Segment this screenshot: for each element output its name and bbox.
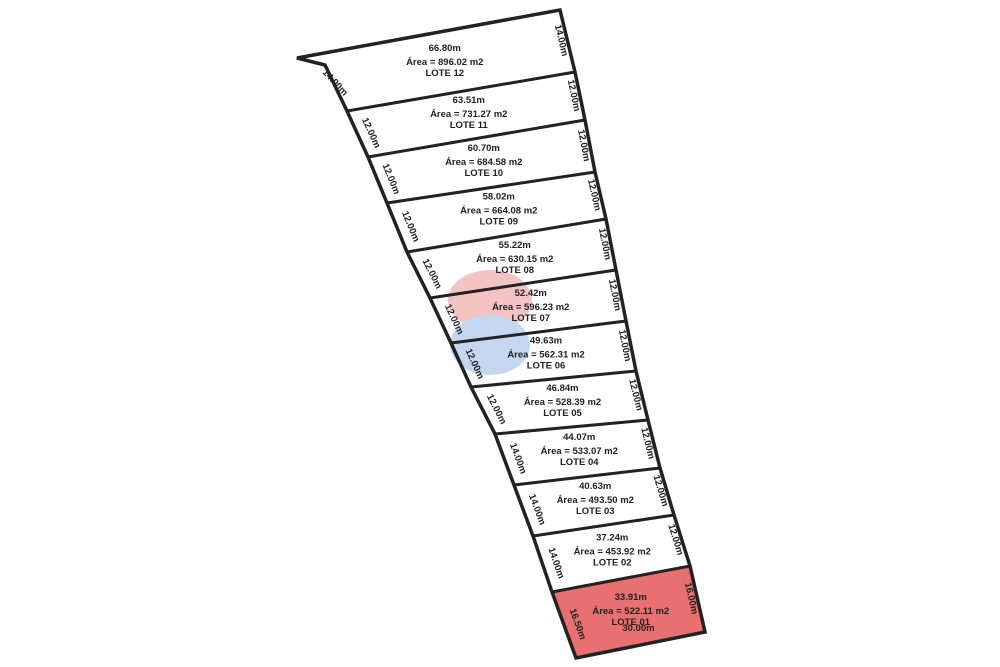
lot-area-label: Área = 596.23 m2 <box>492 302 569 313</box>
lot-name-label: LOTE 03 <box>576 506 615 517</box>
watermark-balloon-bottom <box>450 315 530 375</box>
lot-width-label: 46.84m <box>546 383 578 394</box>
lot-name-label: LOTE 06 <box>527 361 566 372</box>
lot-right-side-label: 14.00m <box>552 23 570 57</box>
lot-name-label: LOTE 12 <box>425 68 464 79</box>
lot-name-label: LOTE 07 <box>511 313 550 324</box>
lot-right-side-label: 12.00m <box>638 426 656 460</box>
lines-layer <box>296 7 708 661</box>
lot-divider-line <box>429 268 617 300</box>
lot-width-label: 52.42m <box>515 288 547 299</box>
lot-width-label: 66.80m <box>429 43 461 54</box>
lot-right-side-label: 12.00m <box>596 227 613 261</box>
lot-area-label: Área = 522.11 m2 <box>592 606 669 617</box>
lot-divider-line <box>406 217 607 254</box>
lot-width-label: 40.63m <box>579 481 611 492</box>
lot-area-label: Área = 664.08 m2 <box>460 206 537 217</box>
lot-area-label: Área = 493.50 m2 <box>557 495 634 506</box>
lot-name-label: LOTE 04 <box>560 457 599 468</box>
lot-divider-line <box>532 513 675 538</box>
lot-divider-line <box>513 466 661 487</box>
lot-1-shape[interactable] <box>552 566 705 658</box>
lot-right-side-label: 12.00m <box>616 329 633 363</box>
lot-name-label: LOTE 08 <box>495 265 534 276</box>
lot-width-label: 60.70m <box>468 143 500 154</box>
lot-divider-line <box>494 418 649 436</box>
lot-name-label: LOTE 01 <box>611 617 650 628</box>
lot-area-label: Área = 453.92 m2 <box>574 546 651 557</box>
plan-outer-boundary <box>296 7 708 661</box>
lot-name-label: LOTE 02 <box>593 557 632 568</box>
lot-divider-line <box>470 369 637 389</box>
lot-name-label: LOTE 11 <box>450 120 489 131</box>
lot-right-side-label: 12.00m <box>626 378 644 412</box>
lot-divider-line <box>386 170 596 205</box>
lot-bottom-side-label: 30.00m <box>622 623 654 634</box>
lot-right-side-label: 12.00m <box>606 278 623 312</box>
lot-area-label: Área = 896.02 m2 <box>406 57 483 68</box>
lot-width-label: 58.02m <box>483 192 515 203</box>
lot-divider-line <box>551 564 691 594</box>
lot-width-label: 49.63m <box>530 336 562 347</box>
lot-name-label: LOTE 10 <box>464 168 503 179</box>
watermark-text: RE/ <box>458 298 495 323</box>
lot-area-label: Área = 562.31 m2 <box>507 350 584 361</box>
lot-width-label: 55.22m <box>499 240 531 251</box>
lot-divider-line <box>367 118 586 159</box>
lot-right-side-label: 12.00m <box>565 79 582 113</box>
lot-area-label: Área = 533.07 m2 <box>541 446 618 457</box>
lot-width-label: 33.91m <box>615 592 647 603</box>
lot-width-label: 44.07m <box>563 432 595 443</box>
lot-area-label: Área = 630.15 m2 <box>476 254 553 265</box>
lot-width-label: 63.51m <box>453 95 485 106</box>
lot-area-label: Área = 731.27 m2 <box>430 109 507 120</box>
lot-name-label: LOTE 09 <box>479 217 518 228</box>
lots-layer <box>552 566 705 658</box>
lot-area-label: Área = 528.39 m2 <box>524 397 601 408</box>
lot-left-side-label: 14.00m <box>320 67 350 98</box>
lot-divider-line <box>450 319 627 345</box>
lot-area-label: Área = 684.58 m2 <box>445 157 522 168</box>
lot-right-side-label: 12.00m <box>585 178 603 212</box>
lot-width-label: 37.24m <box>596 532 628 543</box>
lot-left-side-label: 14.00m <box>545 546 566 580</box>
lot-divider-line <box>346 70 576 113</box>
lot-name-label: LOTE 05 <box>543 408 582 419</box>
